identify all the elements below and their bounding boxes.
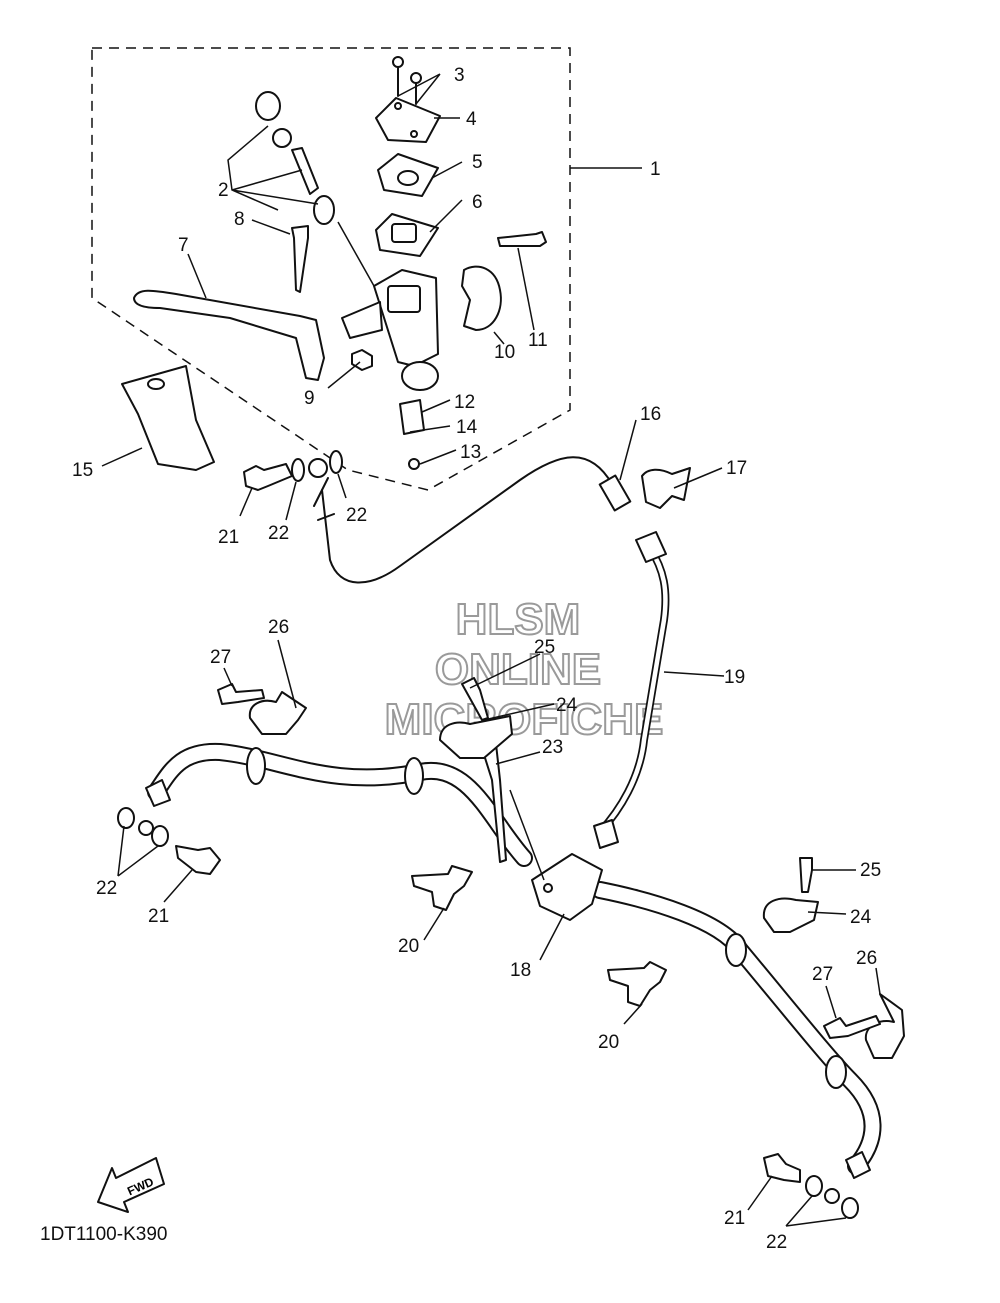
washer-lower-left-1: [117, 807, 135, 829]
callout-25-upper: 25: [534, 637, 555, 658]
watermark: HLSM ONLINE MICROFICHE: [384, 594, 665, 745]
callout-20-right: 20: [598, 1032, 619, 1053]
callout-23: 23: [542, 737, 563, 758]
callout-18: 18: [510, 960, 531, 981]
metal-brake-pipe: [596, 544, 670, 836]
washer-lower-left-2: [151, 825, 169, 847]
guide-bolt-right: [823, 1015, 881, 1039]
upper-brake-hose: [321, 456, 613, 584]
union-bolt-lower-left: [175, 845, 221, 875]
assembly-boundary: [91, 47, 571, 491]
callout-21-left: 21: [148, 906, 169, 927]
callout-labels: 1 2 3 4 5 6 7 8 9 10 11 12 13 14 15 16 1…: [72, 65, 881, 1253]
brake-switch: [399, 399, 425, 435]
callout-3: 3: [454, 65, 465, 86]
banjo-fitting-upper: [308, 458, 328, 478]
union-bolt-upper: [243, 463, 293, 491]
callout-15: 15: [72, 460, 93, 481]
callout-7: 7: [178, 235, 189, 256]
washer-upper-1: [291, 458, 305, 482]
callout-9: 9: [304, 388, 315, 409]
watermark-line-3: MICROFICHE: [385, 695, 664, 744]
hose-clamp-upper: [439, 715, 513, 759]
callout-22-upper-1: 22: [268, 523, 289, 544]
callout-4: 4: [466, 109, 477, 130]
piston-kit: [255, 91, 335, 225]
clamp-bolt-upper: [461, 677, 489, 721]
callout-8: 8: [234, 209, 245, 230]
callout-11: 11: [528, 330, 548, 351]
callout-2: 2: [218, 180, 229, 201]
callout-22-left: 22: [96, 878, 117, 899]
callout-24-right: 24: [850, 907, 872, 928]
callout-27-left: 27: [210, 647, 231, 668]
master-cylinder-body: [341, 269, 439, 391]
callout-1: 1: [650, 159, 661, 180]
hose-clip-right: [607, 961, 667, 1007]
switch-screw: [408, 458, 420, 470]
callout-22-right: 22: [766, 1232, 787, 1253]
callout-10: 10: [494, 342, 515, 363]
washer-lower-right-2: [841, 1197, 859, 1219]
leader-lines: [101, 73, 881, 1227]
diaphragm: [375, 213, 439, 257]
guide-bracket-right: [864, 993, 905, 1059]
callout-21-upper: 21: [218, 527, 239, 548]
guide-bracket-left: [248, 691, 307, 735]
holder-bolt: [497, 231, 547, 247]
callout-6: 6: [472, 192, 483, 213]
union-bolt-lower-right: [763, 1153, 801, 1183]
callout-12: 12: [454, 392, 475, 413]
diaphragm-plate: [377, 153, 439, 197]
callout-24-upper: 24: [556, 695, 578, 716]
hose-clamp-right: [762, 897, 819, 933]
callout-16: 16: [640, 404, 661, 425]
guide-bolt-left: [217, 683, 265, 705]
callout-5: 5: [472, 152, 483, 173]
hose-joint: [531, 853, 603, 921]
watermark-line-1: HLSM: [456, 595, 581, 644]
callout-25-right: 25: [860, 860, 881, 881]
callout-20-left: 20: [398, 936, 419, 957]
fwd-arrow-icon: FWD: [97, 1157, 165, 1213]
diagram-code: 1DT1100-K390: [40, 1224, 168, 1245]
washer-upper-2: [329, 450, 343, 474]
callout-26-right: 26: [856, 948, 877, 969]
callout-19: 19: [724, 667, 745, 688]
reservoir-cap: [375, 97, 441, 143]
hose-clamp: [641, 467, 691, 509]
pivot-bolt: [291, 225, 309, 293]
callout-26-left: 26: [268, 617, 289, 638]
lever-cover: [121, 365, 215, 471]
reservoir-screws: [392, 56, 422, 105]
hose-clip-left: [411, 865, 473, 911]
callout-13: 13: [460, 442, 481, 463]
clamp-bolt-right: [799, 857, 813, 893]
watermark-line-2: ONLINE: [435, 645, 601, 694]
handlebar-holder: [461, 265, 502, 331]
callout-14: 14: [456, 417, 478, 438]
callout-17: 17: [726, 458, 747, 479]
brake-lever: [133, 289, 325, 381]
callout-27-right: 27: [812, 964, 833, 985]
washer-lower-right-1: [805, 1175, 823, 1197]
callout-21-right: 21: [724, 1208, 745, 1229]
lower-brake-hose: [145, 742, 882, 1179]
callout-22-upper-2: 22: [346, 505, 367, 526]
